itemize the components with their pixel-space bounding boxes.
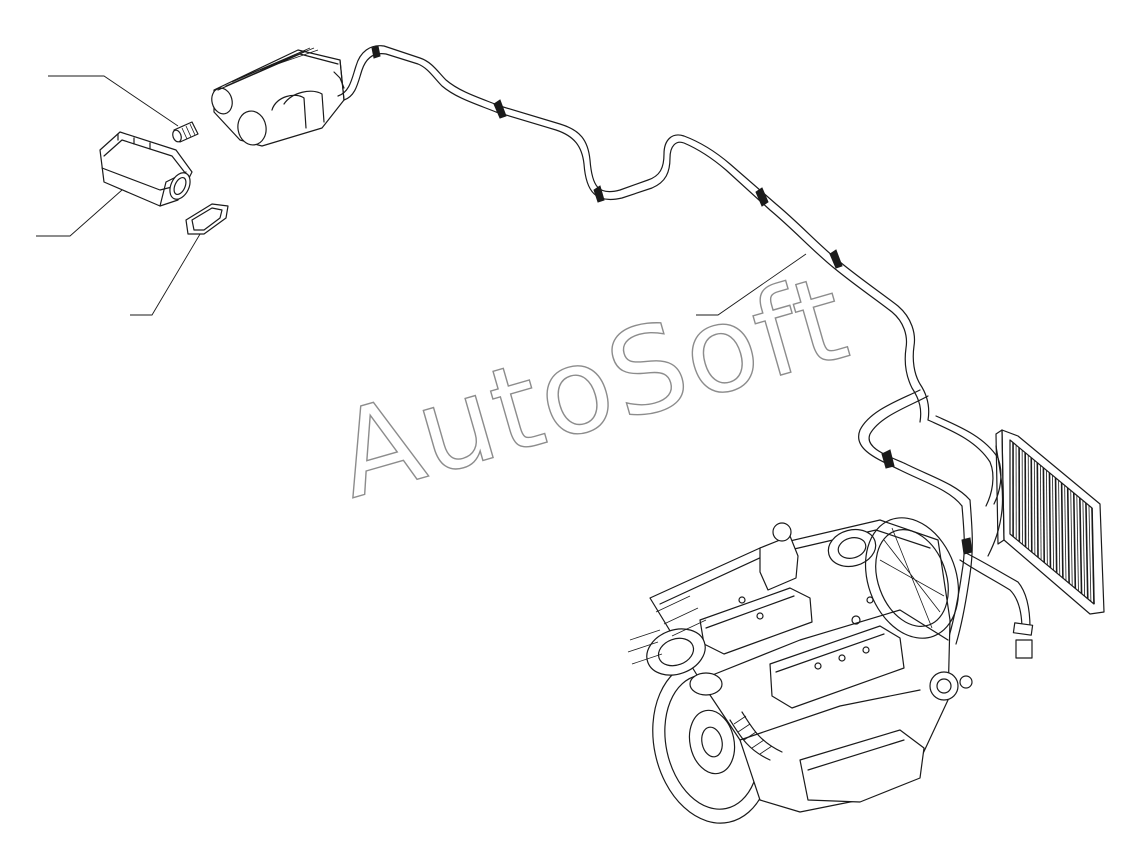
radiator-fin: [1076, 495, 1079, 592]
hose-fitting: [172, 121, 199, 143]
watermark-text: AutoSoft: [322, 248, 863, 525]
radiator-fin: [1052, 475, 1054, 571]
radiator-fin: [1060, 482, 1064, 579]
radiator-fin: [1070, 490, 1073, 586]
radiator-fin: [1088, 505, 1092, 602]
radiator-fin: [1048, 472, 1052, 568]
radiator-fin: [1033, 460, 1036, 555]
engine-assembly: [627, 517, 973, 824]
pipe-line: [337, 45, 930, 423]
leader-line-hose-fitting[interactable]: [48, 75, 179, 127]
radiator-fin: [1085, 502, 1089, 599]
gasket-plate: [185, 203, 229, 235]
coolant-hoses: [858, 389, 1034, 659]
radiator-fin: [1066, 487, 1070, 584]
watermark: AutoSoft: [321, 247, 863, 525]
radiator-core: [995, 429, 1105, 615]
radiator-fin: [1082, 500, 1086, 597]
radiator-fin: [1030, 457, 1033, 553]
radiator-fin: [1072, 492, 1077, 589]
radiator-fin: [1039, 465, 1042, 560]
leader-line-heater-housing[interactable]: [36, 189, 123, 237]
radiator-fin: [1042, 467, 1046, 563]
radiator-fin: [1064, 485, 1067, 581]
radiator-fin: [1079, 497, 1083, 594]
leader-lines: [36, 75, 807, 316]
leader-line-gasket[interactable]: [130, 223, 207, 316]
radiator-fin: [1091, 507, 1095, 605]
radiator-fin: [1046, 470, 1048, 566]
muffler-canister: [211, 47, 345, 147]
radiator-fin: [1054, 477, 1058, 573]
radiator-fin: [1058, 480, 1061, 576]
leader-line-pipe-line[interactable]: [696, 253, 807, 316]
radiator-fin: [1036, 462, 1039, 558]
heater-housing: [99, 131, 193, 207]
